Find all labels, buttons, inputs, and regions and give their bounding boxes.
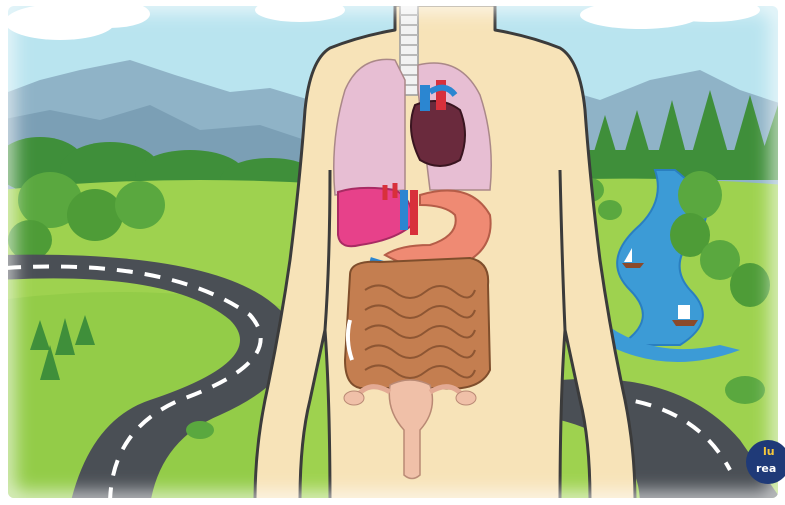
ovary-left [344, 391, 364, 405]
logo-line2: rea [756, 462, 776, 475]
logo-line1: lu [763, 445, 775, 458]
ovary-right [456, 391, 476, 405]
